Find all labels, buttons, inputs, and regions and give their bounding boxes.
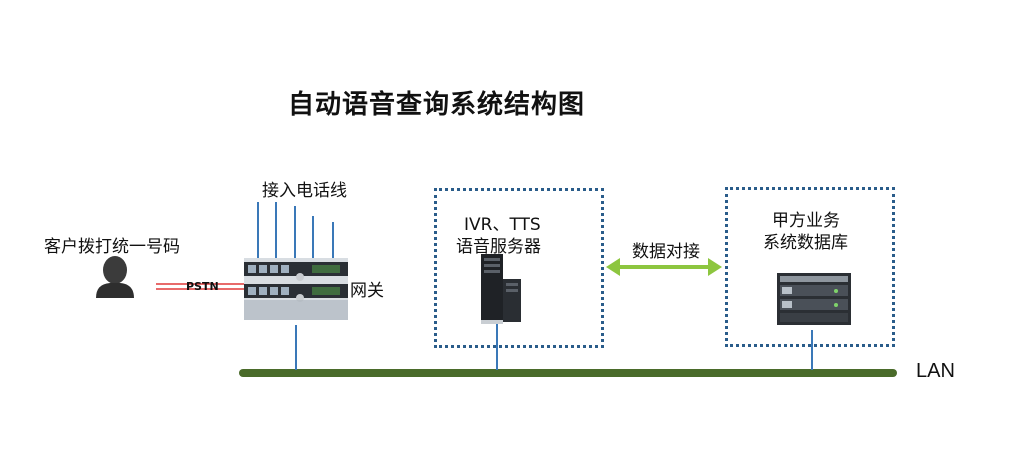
caller-label: 客户拨打统一号码 (44, 237, 180, 257)
pstn-label: PSTN (186, 280, 219, 293)
data-link-label: 数据对接 (632, 242, 700, 262)
phone-lines-label: 接入电话线 (262, 181, 347, 201)
database-server-icon (777, 273, 851, 325)
ivr-server-icon (481, 254, 521, 324)
lan-label: LAN (916, 360, 955, 382)
gateway-label: 网关 (350, 281, 384, 301)
db-label-line2: 系统数据库 (763, 233, 848, 253)
diagram-title: 自动语音查询系统结构图 (288, 90, 586, 120)
data-link-arrow (606, 258, 722, 276)
person-icon (96, 256, 134, 298)
ivr-label-line2: 语音服务器 (456, 237, 541, 257)
gateway-device-icon (244, 258, 348, 320)
ivr-label-line1: IVR、TTS (464, 215, 541, 235)
db-label-line1: 甲方业务 (772, 211, 840, 231)
database-group-box (725, 187, 895, 347)
pstn-line (156, 283, 252, 290)
ivr-server-group-box (434, 188, 604, 348)
